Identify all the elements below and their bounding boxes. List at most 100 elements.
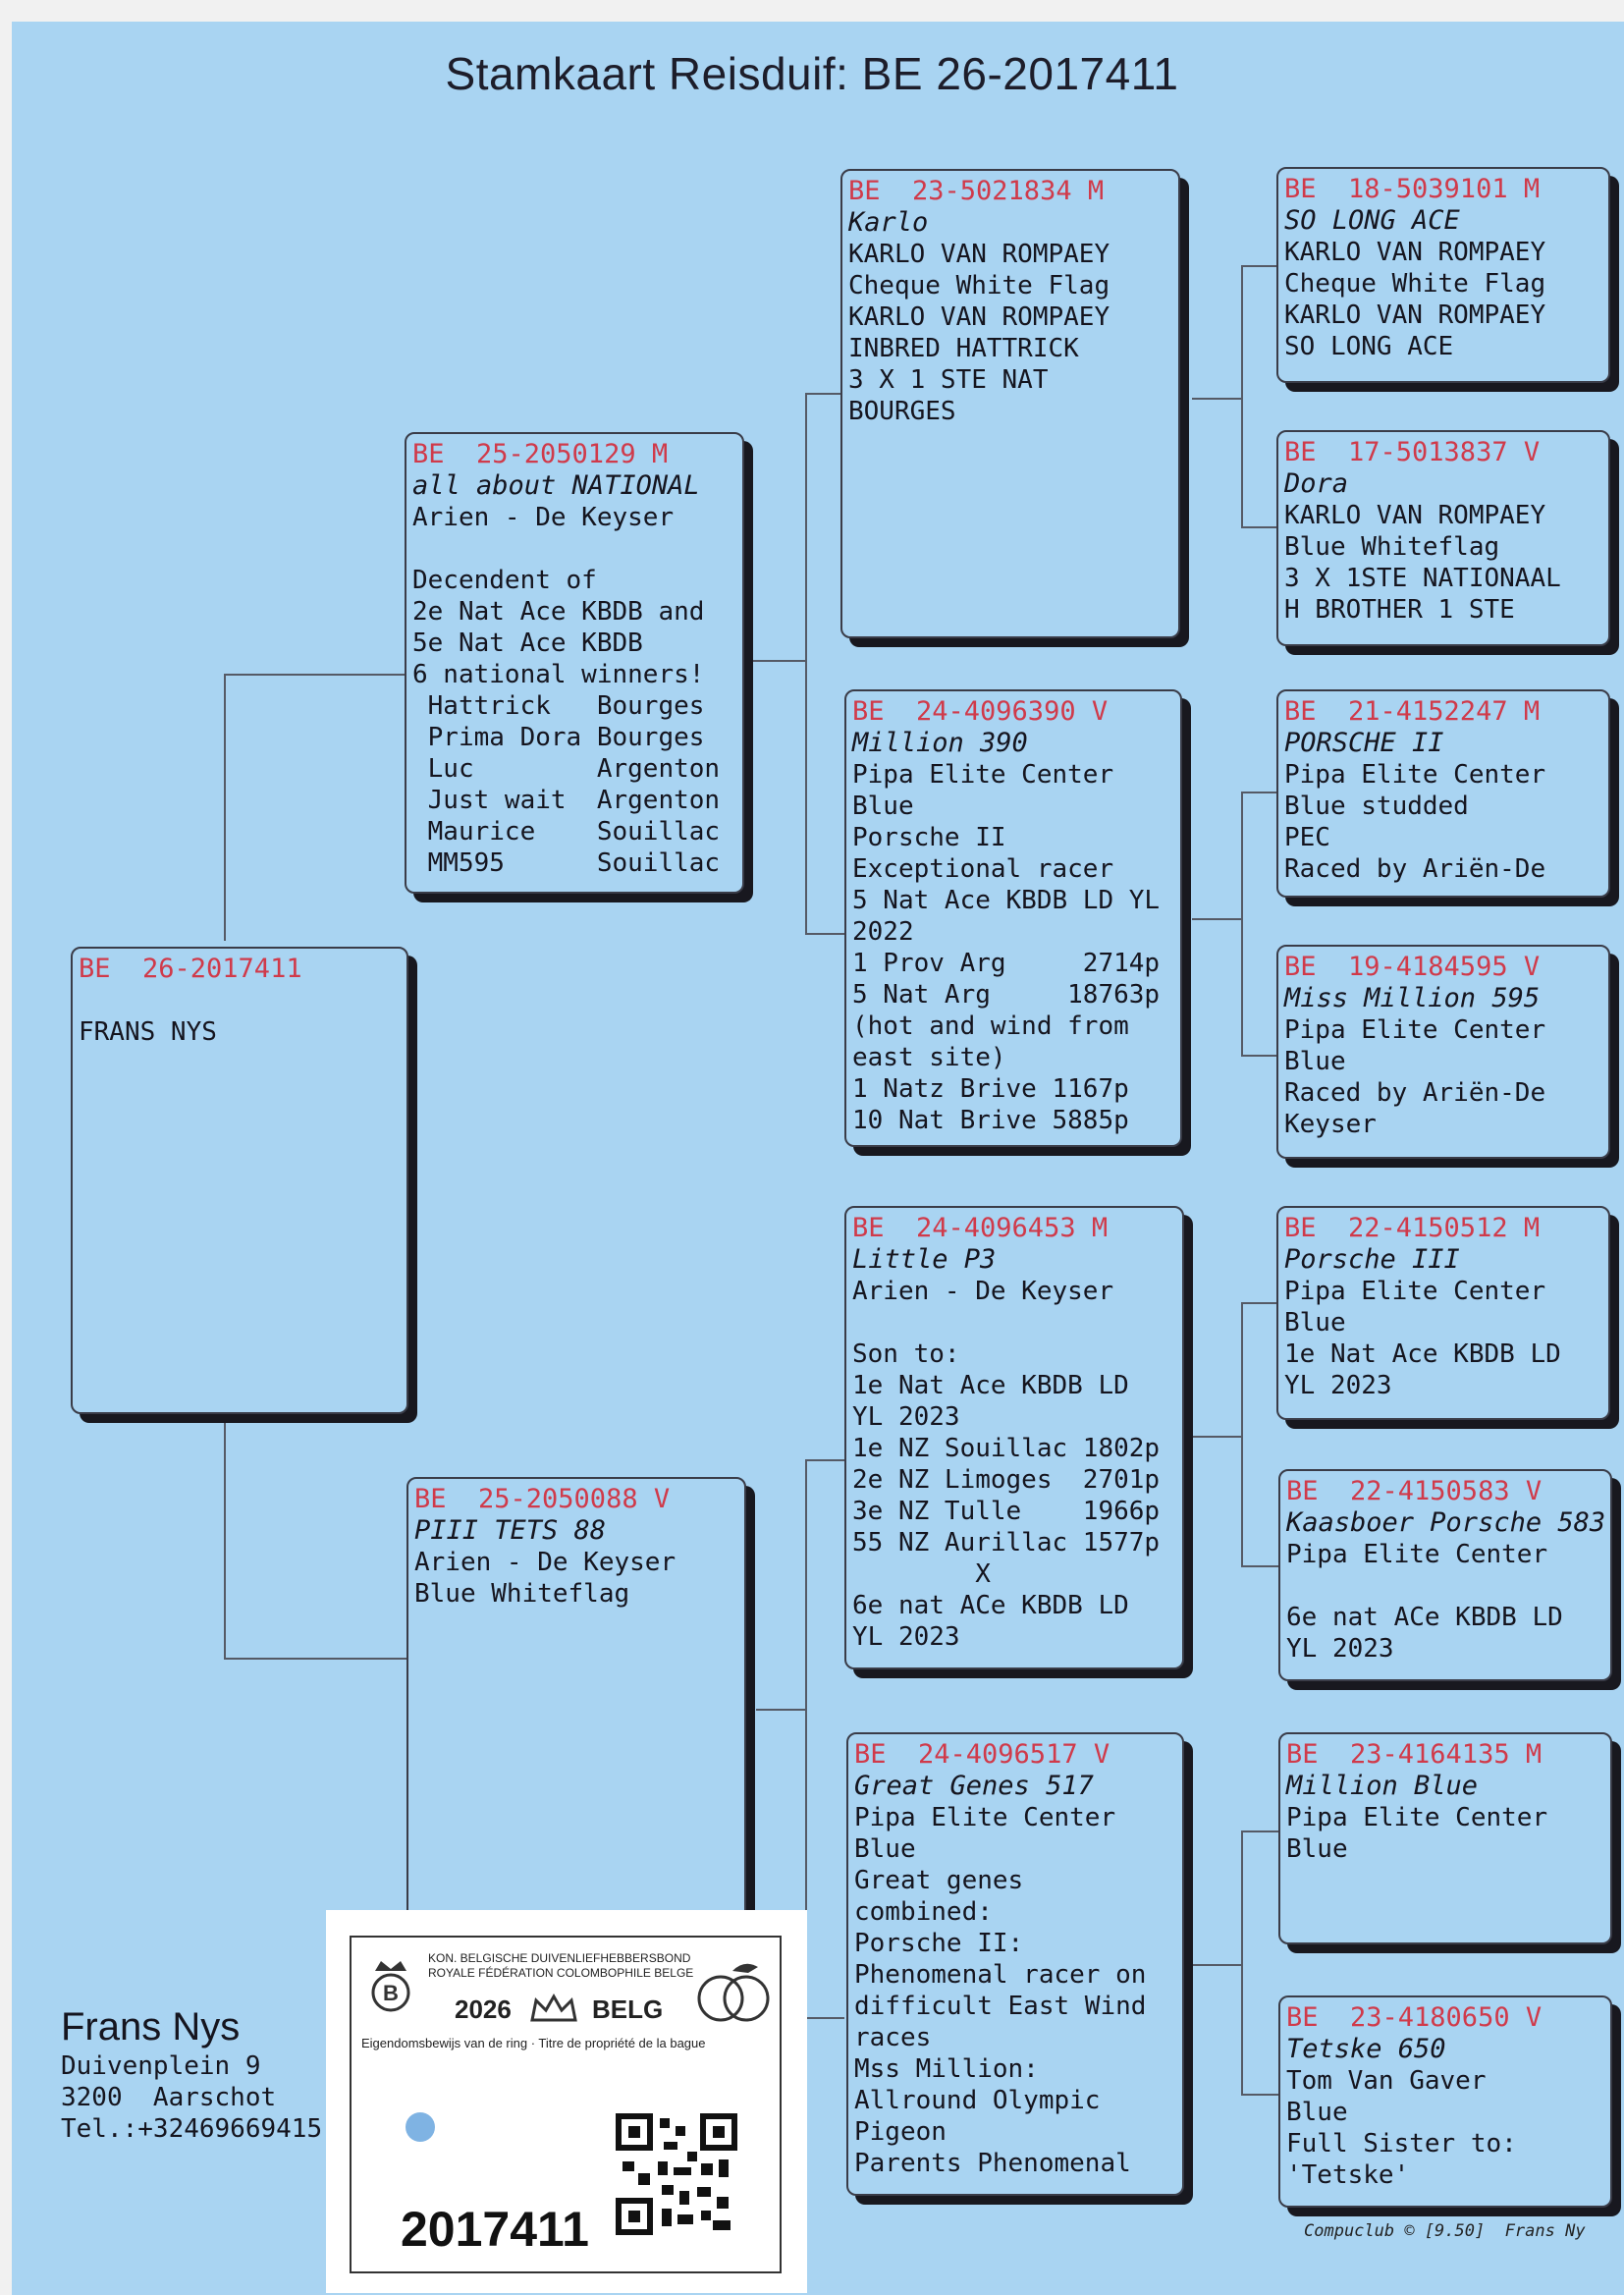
- card-line: 2e NZ Limoges 2701p: [852, 1465, 1161, 1495]
- card-line: Pipa Elite Center: [1284, 1015, 1546, 1045]
- card-line: Exceptional racer: [852, 854, 1114, 884]
- owner-line: FRANS NYS: [79, 1017, 217, 1047]
- connector: [224, 674, 405, 676]
- card-line: 2022: [852, 917, 914, 947]
- ggp-card: BE 22-4150583 V Kaasboer Porsche 583 Pip…: [1278, 1469, 1612, 1681]
- connector: [805, 1459, 844, 1461]
- ggp-card: BE 22-4150512 M Porsche III Pipa Elite C…: [1276, 1206, 1610, 1420]
- card-line: races: [854, 2023, 932, 2052]
- pigeon-name: all about NATIONAL: [412, 470, 700, 501]
- card-line: 2e Nat Ace KBDB and: [412, 597, 705, 627]
- sire-card: BE 25-2050129 M all about NATIONAL Arien…: [405, 432, 744, 894]
- ring-number: BE 23-4180650 V: [1286, 2002, 1543, 2033]
- ring-year: 2026: [455, 1994, 512, 2024]
- card-line: KARLO VAN ROMPAEY: [1284, 501, 1546, 530]
- ring-number: BE 22-4150583 V: [1286, 1476, 1543, 1506]
- card-line: Blue: [1284, 1047, 1346, 1076]
- connector: [1241, 792, 1280, 793]
- card-line: 3e NZ Tulle 1966p: [852, 1497, 1161, 1526]
- card-line: Phenomenal racer on: [854, 1960, 1147, 1990]
- card-line: SO LONG ACE: [1284, 332, 1454, 361]
- connector: [1241, 2094, 1280, 2096]
- card-line: Blue: [852, 792, 914, 821]
- card-line: Parents Phenomenal: [854, 2149, 1131, 2178]
- pigeon-name: Kaasboer Porsche 583: [1286, 1507, 1606, 1538]
- connector: [805, 1459, 807, 2019]
- ring-number: BE 25-2050088 V: [414, 1484, 671, 1514]
- card-line: Hattrick Bourges: [412, 691, 705, 721]
- card-line: INBRED HATTRICK: [848, 334, 1079, 363]
- footer-credit: Compuclub © [9.50] Frans Ny: [1304, 2221, 1586, 2241]
- pigeon-name: PIII TETS 88: [414, 1515, 607, 1546]
- connector: [1241, 265, 1243, 528]
- connector: [1241, 1831, 1243, 2096]
- connector: [1192, 1436, 1243, 1438]
- connector: [805, 2017, 844, 2019]
- card-line: Pipa Elite Center: [852, 760, 1114, 790]
- card-line: Blue: [1284, 1308, 1346, 1338]
- ring-number: BE 24-4096453 M: [852, 1213, 1109, 1243]
- ring-number: BE 23-5021834 M: [848, 176, 1105, 206]
- connector: [1241, 526, 1280, 528]
- card-line: [79, 985, 401, 1016]
- card-line: Blue Whiteflag: [414, 1579, 630, 1609]
- pigeon-name: Great Genes 517: [854, 1771, 1094, 1801]
- card-line: MM595 Souillac: [412, 848, 721, 878]
- connector: [1241, 1055, 1280, 1057]
- card-line: 5 Nat Arg 18763p: [852, 980, 1161, 1010]
- card-line: 'Tetske': [1286, 2160, 1410, 2190]
- connector: [1192, 918, 1243, 920]
- connector: [805, 393, 840, 395]
- card-line: Arien - De Keyser: [414, 1548, 677, 1577]
- card-line: Raced by Ariën-De: [1284, 1078, 1546, 1108]
- connector: [224, 1658, 406, 1660]
- card-line: Blue: [1286, 2098, 1348, 2127]
- pigeon-globe-logo-icon: [697, 1963, 770, 2022]
- card-line: [1286, 1570, 1604, 1602]
- card-line: Blue: [854, 1834, 916, 1864]
- card-line: Porsche II: [852, 823, 1006, 852]
- connector: [224, 1406, 226, 1660]
- connector: [1241, 1302, 1243, 1567]
- card-line: Pipa Elite Center: [1284, 760, 1546, 790]
- pigeon-name: Porsche III: [1284, 1244, 1460, 1275]
- dam-sire-card: BE 24-4096453 M Little P3 Arien - De Key…: [844, 1206, 1184, 1669]
- card-line: Maurice Souillac: [412, 817, 721, 847]
- ring-number: BE 22-4150512 M: [1284, 1213, 1541, 1243]
- pigeon-name: Million 390: [852, 728, 1028, 758]
- connector: [1192, 398, 1243, 400]
- card-line: 5e Nat Ace KBDB: [412, 628, 643, 658]
- hologram-dot: [406, 2112, 435, 2142]
- ring-number: BE 17-5013837 V: [1284, 437, 1541, 467]
- crown-emblem-icon: [530, 1993, 577, 2022]
- card-line: Great genes: [854, 1866, 1024, 1895]
- card-line: BOURGES: [848, 397, 956, 426]
- connector: [1241, 792, 1243, 1057]
- sire-dam-card: BE 24-4096390 V Million 390 Pipa Elite C…: [844, 689, 1182, 1147]
- pigeon-name: Dora: [1284, 468, 1349, 499]
- card-line: YL 2023: [1284, 1371, 1392, 1400]
- ring-number: BE 23-4164135 M: [1286, 1739, 1543, 1770]
- ring-number: BE 21-4152247 M: [1284, 696, 1541, 727]
- connector: [751, 660, 807, 662]
- card-line: X: [852, 1559, 991, 1589]
- card-line: Blue Whiteflag: [1284, 532, 1500, 562]
- pigeon-name: Miss Million 595: [1284, 983, 1541, 1013]
- card-line: YL 2023: [1286, 1634, 1394, 1664]
- subject-card: BE 26-2017411 FRANS NYS: [71, 947, 408, 1414]
- card-line: KARLO VAN ROMPAEY: [1284, 238, 1546, 267]
- ggp-card: BE 21-4152247 M PORSCHE II Pipa Elite Ce…: [1276, 689, 1610, 898]
- card-line: YL 2023: [852, 1402, 960, 1432]
- pigeon-name: Karlo: [848, 207, 929, 238]
- card-line: 6 national winners!: [412, 660, 705, 689]
- card-line: (hot and wind from: [852, 1011, 1129, 1041]
- card-line: 55 NZ Aurillac 1577p: [852, 1528, 1161, 1557]
- card-line: KARLO VAN ROMPAEY: [1284, 301, 1546, 330]
- card-line: Just wait Argenton: [412, 786, 721, 815]
- card-line: Full Sister to:: [1286, 2129, 1517, 2158]
- pigeon-name: Little P3: [852, 1244, 997, 1275]
- crown-logo-icon: B: [371, 1961, 410, 2012]
- qr-code-icon: [615, 2112, 738, 2236]
- owner-phone: Tel.:+32469669415: [61, 2114, 323, 2144]
- page-title: Stamkaart Reisduif: BE 26-2017411: [445, 48, 1179, 99]
